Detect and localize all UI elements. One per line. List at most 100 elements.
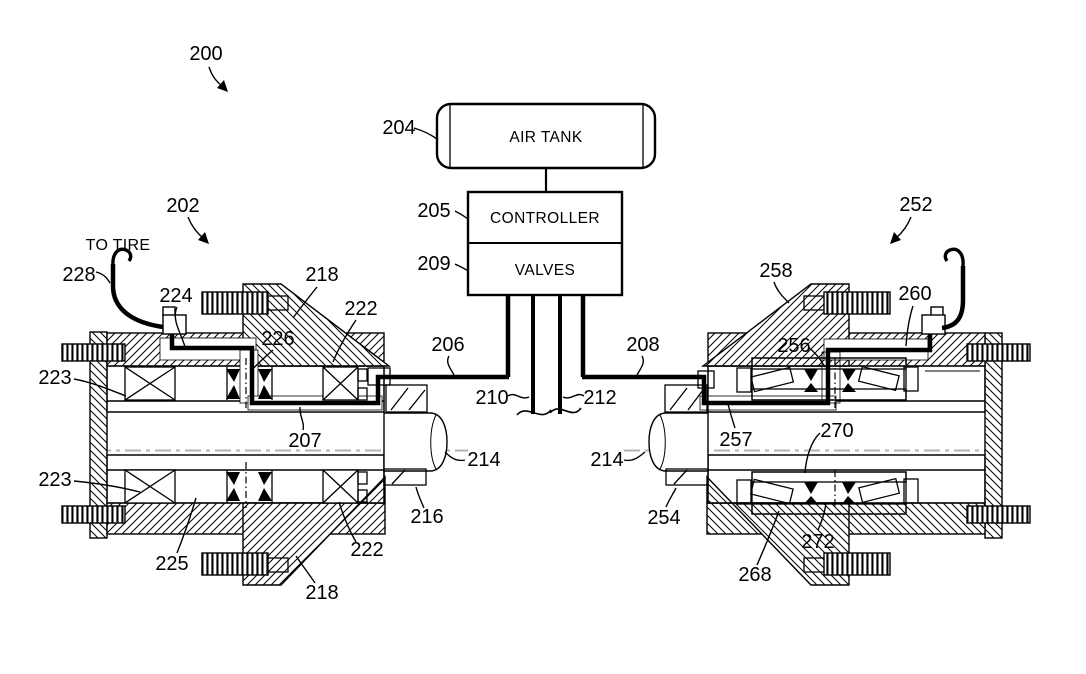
left-shaft-end-crease <box>430 414 437 470</box>
right-hose-hook <box>943 247 965 267</box>
leader-207 <box>299 406 305 431</box>
ref-224: 224 <box>159 285 192 307</box>
ref-257: 257 <box>719 429 752 451</box>
ref-252: 252 <box>899 194 932 216</box>
ref-216: 216 <box>410 506 443 528</box>
leader-222-bottom <box>338 501 357 543</box>
ref-270: 270 <box>820 420 853 442</box>
ref-218-top: 218 <box>305 264 338 286</box>
stud-icon <box>823 291 891 315</box>
right-shaft-inner <box>708 411 985 456</box>
right-shaft-end-crease <box>659 414 666 470</box>
ref-212: 212 <box>583 387 616 409</box>
valves-label: VALVES <box>515 262 575 279</box>
pneumatic-lines <box>505 295 586 416</box>
leader-223-bottom <box>73 480 141 493</box>
leader-218-top <box>292 286 318 319</box>
ref-210: 210 <box>475 387 508 409</box>
left-shaft-inner <box>107 411 384 456</box>
ref-223-top: 223 <box>38 367 71 389</box>
ref-254: 254 <box>647 507 680 529</box>
stud-icon <box>201 552 269 576</box>
left-channel-groove-mid <box>239 349 259 404</box>
ref-268: 268 <box>738 564 771 586</box>
leader-212 <box>562 393 585 399</box>
leader-254 <box>665 487 677 508</box>
right-shaft-end <box>648 412 709 472</box>
stud-icon <box>966 505 1031 524</box>
leader-228 <box>95 271 111 284</box>
leader-205 <box>454 210 469 220</box>
ref-272: 272 <box>801 531 834 553</box>
leader-216 <box>415 486 425 509</box>
left-air-channel-207 <box>169 334 509 406</box>
arrow-202-head <box>198 232 209 244</box>
left-hub-assembly <box>61 247 509 586</box>
left-upper-step <box>385 384 428 413</box>
leader-257 <box>727 403 736 429</box>
ref-205: 205 <box>417 200 450 222</box>
leader-258 <box>773 281 790 304</box>
leader-214-left <box>444 451 466 462</box>
tapered-rollers <box>749 365 901 505</box>
ref-258: 258 <box>759 260 792 282</box>
left-hose-hook <box>111 247 133 267</box>
ref-218-bottom: 218 <box>305 582 338 604</box>
leader-206 <box>446 355 455 376</box>
break-mark-210 <box>516 409 552 416</box>
left-outer-wall <box>89 331 108 539</box>
right-tire-hose-260 <box>941 266 966 331</box>
air-tank: AIR TANK <box>435 102 657 170</box>
leader-260 <box>905 305 914 347</box>
left-tire-hose-228 <box>110 264 164 330</box>
stud-icon <box>966 343 1031 362</box>
leader-256 <box>807 346 826 368</box>
air-tank-label: AIR TANK <box>509 129 583 146</box>
reference-labels: 200 202 252 204 205 209 206 208 210 212 … <box>38 43 932 604</box>
reference-arrows <box>187 66 912 244</box>
leader-226 <box>250 349 274 372</box>
left-sleeve-216 <box>383 468 427 486</box>
ref-200: 200 <box>189 43 222 65</box>
leader-223-top <box>73 378 127 397</box>
right-hub-assembly <box>582 247 1031 586</box>
stud-icon <box>823 552 891 576</box>
ref-260: 260 <box>898 283 931 305</box>
ref-214-right: 214 <box>590 449 623 471</box>
break-mark-212 <box>549 407 582 414</box>
right-wheel-studs <box>803 291 1031 576</box>
leader-272 <box>817 502 827 531</box>
ref-222-top: 222 <box>344 298 377 320</box>
stud-icon <box>61 505 126 524</box>
ref-256: 256 <box>777 335 810 357</box>
ref-207: 207 <box>288 430 321 452</box>
left-inlet-fitting-224 <box>162 314 187 335</box>
right-air-channel-257 <box>582 334 933 406</box>
ref-209: 209 <box>417 253 450 275</box>
arrow-252-head <box>890 232 901 244</box>
leader-208 <box>636 355 645 376</box>
leader-270 <box>804 432 821 474</box>
ref-214-left: 214 <box>467 449 500 471</box>
controller-label: CONTROLLER <box>490 210 600 227</box>
leader-210 <box>507 393 530 399</box>
leader-lines <box>73 127 914 584</box>
right-cup-seals <box>804 369 856 504</box>
air-tank-endcaps <box>449 105 644 167</box>
ref-226: 226 <box>261 328 294 350</box>
ref-206: 206 <box>431 334 464 356</box>
ref-208: 208 <box>626 334 659 356</box>
ref-204: 204 <box>382 117 415 139</box>
left-cup-seals <box>226 369 272 501</box>
leader-204 <box>413 127 438 140</box>
stud-icon <box>61 343 126 362</box>
ref-228: 228 <box>62 264 95 286</box>
right-upper-step <box>664 384 708 413</box>
ref-225: 225 <box>155 553 188 575</box>
leader-214-right <box>623 451 646 462</box>
ref-222-bottom: 222 <box>350 539 383 561</box>
ref-202: 202 <box>166 195 199 217</box>
arrow-200-head <box>217 80 228 92</box>
